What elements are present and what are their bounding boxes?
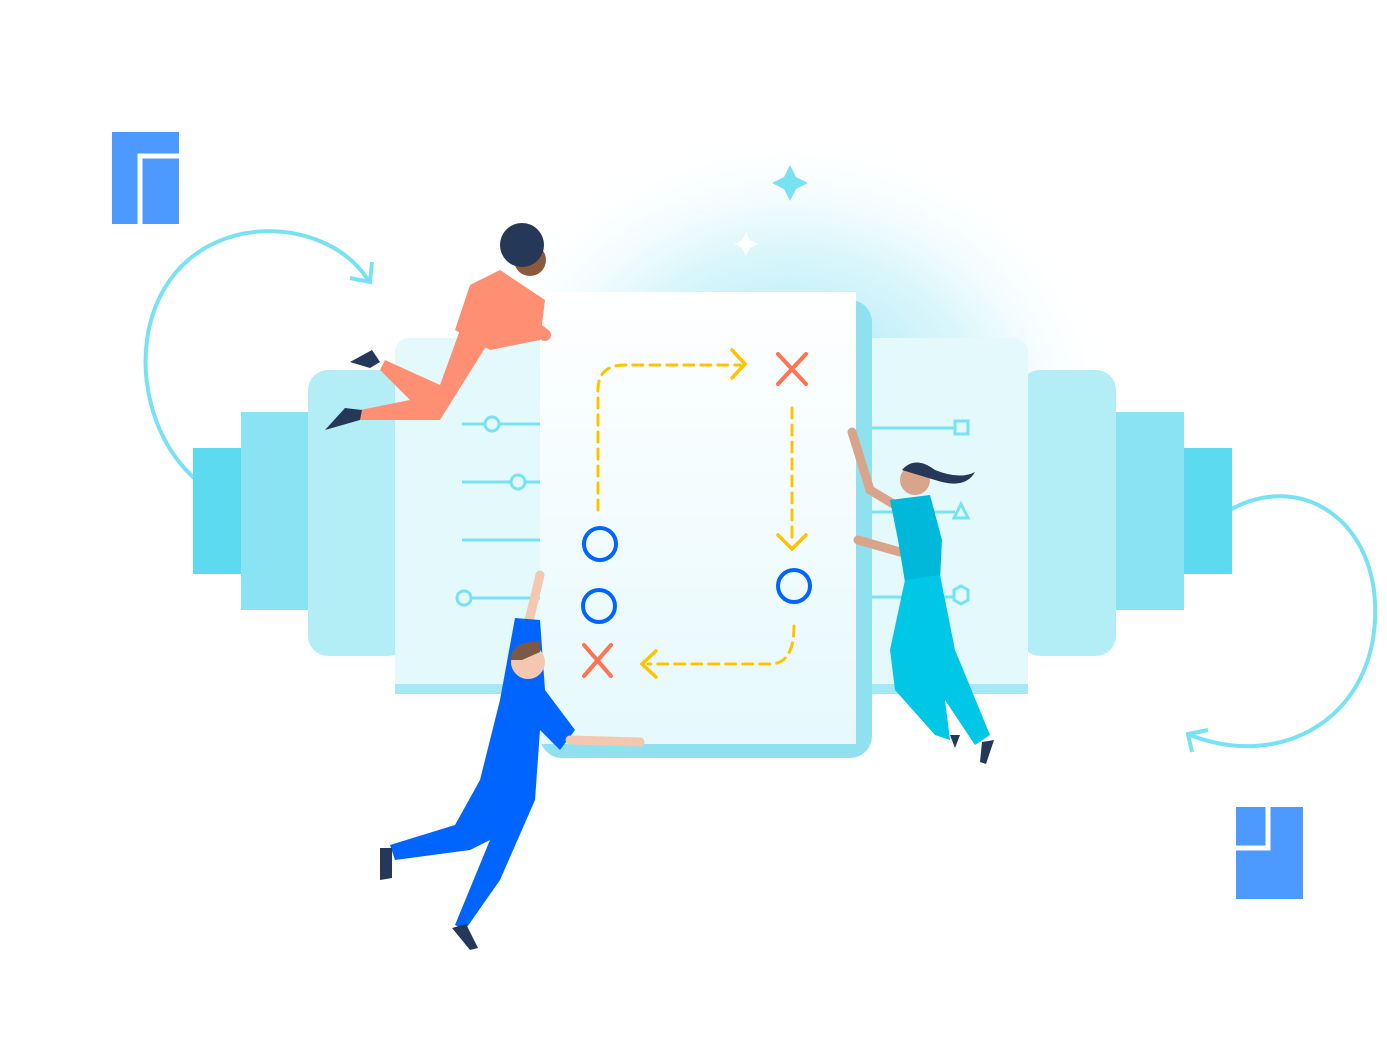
sparkle-icon [772,165,808,201]
panel-rows-left [455,415,540,607]
sparkle-icon [734,232,758,256]
arrow-icon [1185,728,1209,753]
person-blue [380,570,645,950]
person-teal [847,427,994,764]
x-marker-icon [582,643,613,678]
person-orange [325,223,551,430]
arrow-icon [776,533,808,552]
play-path [596,363,796,666]
circle-marker-icon [776,568,812,604]
circle-marker-icon [582,526,618,562]
x-marker-icon [776,352,808,386]
strategy-paper [540,292,856,744]
arrow-icon [730,348,748,380]
arrow-icon [349,261,374,285]
panel-rows-right [856,419,971,606]
corner-bracket-icon [112,132,179,224]
corner-bracket-icon [1236,807,1303,899]
circle-marker-icon [581,588,617,624]
arrow-icon [639,649,658,679]
